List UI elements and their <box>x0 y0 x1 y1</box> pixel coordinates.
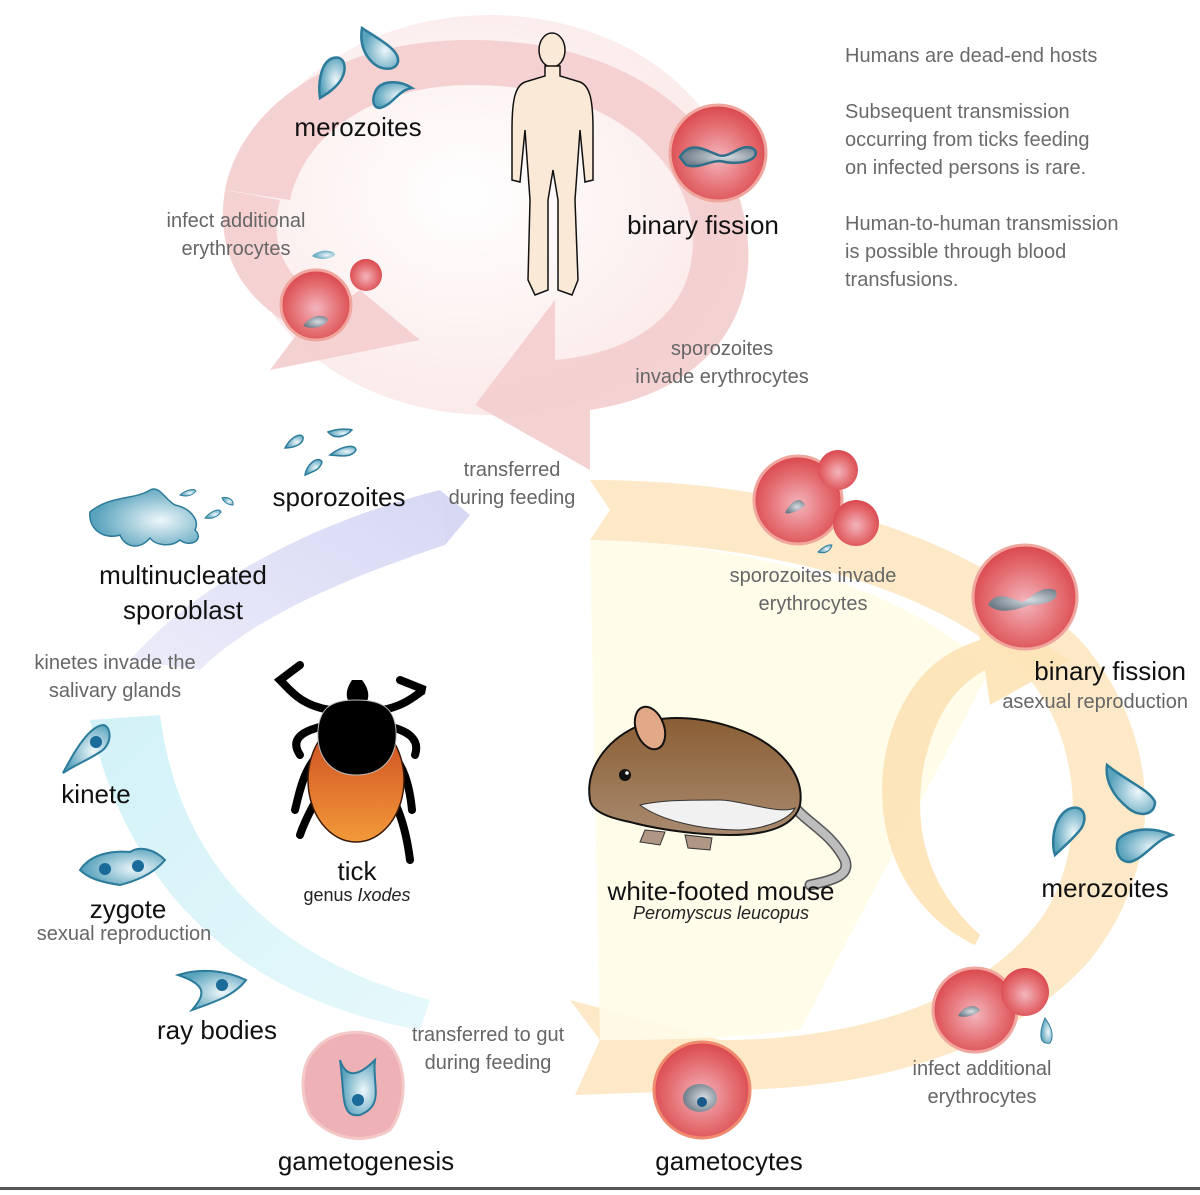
tick-icon <box>273 661 427 864</box>
note-transferred-to-gut: transferred to gut during feeding <box>412 1021 564 1077</box>
host-label-mouse: white-footed mouse <box>607 876 835 906</box>
note-line: transferred to gut <box>411 1024 565 1046</box>
side-note-line: Subsequent transmission <box>845 101 1070 123</box>
note-line: infect additional <box>166 210 306 232</box>
gametocytes-icon <box>652 1040 752 1140</box>
human-cycle-arrow <box>222 15 749 470</box>
label-binary-fission-mouse: binary fission <box>1034 656 1186 686</box>
note-line: sporozoites invade <box>729 565 897 587</box>
side-note-transmission-rare: Subsequent transmission occurring from t… <box>845 98 1090 182</box>
note-line: sporozoites <box>670 338 774 360</box>
sporoblast-icon <box>89 488 234 547</box>
note-line: infect additional <box>912 1058 1052 1080</box>
note-infect-additional-human: infect additional erythrocytes <box>167 207 306 263</box>
host-label-tick: tick <box>337 856 377 886</box>
label-ray-bodies: ray bodies <box>157 1015 277 1045</box>
note-line: salivary glands <box>48 680 182 702</box>
white-footed-mouse-icon <box>588 705 852 891</box>
side-note-transfusion: Human-to-human transmission is possible … <box>845 210 1118 294</box>
note-line: erythrocytes <box>181 238 291 260</box>
label-gametocytes: gametocytes <box>655 1146 803 1176</box>
note-line: transferred <box>463 459 561 481</box>
side-note-line: Humans are dead-end hosts <box>845 45 1098 67</box>
tick-cycle-arrows <box>90 490 470 1030</box>
kinete-icon <box>62 723 111 774</box>
binary-fission-cell-human <box>668 103 768 203</box>
side-note-line: on infected persons is rare. <box>845 157 1087 179</box>
bottom-divider <box>0 1187 1200 1190</box>
sporozoites-invade-cells-mouse <box>752 450 879 554</box>
merozoites-icon-mouse <box>1051 762 1176 864</box>
binary-fission-cell-mouse <box>971 543 1079 651</box>
sporozoites-icon <box>283 428 357 477</box>
label-line: multinucleated <box>99 560 267 590</box>
species-name: Peromyscus leucopus <box>632 903 810 923</box>
note-line: invade erythrocytes <box>635 366 809 388</box>
label-line: sporoblast <box>123 595 243 625</box>
side-note-line: transfusions. <box>845 269 959 291</box>
side-note-line: is possible through blood <box>845 241 1067 263</box>
side-note-line: occurring from ticks feeding <box>845 129 1090 151</box>
genus-prefix: genus <box>303 885 353 905</box>
host-species-mouse: Peromyscus leucopus <box>632 903 810 924</box>
infected-cells-mouse <box>931 966 1053 1054</box>
side-note-line: Human-to-human transmission <box>845 213 1119 235</box>
gametogenesis-icon <box>301 1030 405 1140</box>
human-figure-icon <box>511 32 594 296</box>
label-kinete: kinete <box>61 779 131 809</box>
note-line: during feeding <box>448 487 576 509</box>
label-asexual-reproduction: asexual reproduction <box>1002 691 1188 713</box>
label-gametogenesis: gametogenesis <box>277 1146 455 1176</box>
label-sporozoites: sporozoites <box>272 482 406 512</box>
label-merozoites-human: merozoites <box>294 112 422 142</box>
note-infect-additional-mouse: infect additional erythrocytes <box>913 1055 1052 1111</box>
genus-name: Ixodes <box>357 885 411 905</box>
label-merozoites-mouse: merozoites <box>1041 873 1169 903</box>
zygote-icon <box>78 847 167 887</box>
note-transferred-during-feeding: transferred during feeding <box>449 456 576 512</box>
label-sexual-reproduction: sexual reproduction <box>36 923 212 945</box>
host-genus-tick: genus Ixodes <box>303 885 411 906</box>
merozoites-icon-human <box>318 25 416 110</box>
note-sporozoites-invade-human: sporozoites invade erythrocytes <box>635 335 808 391</box>
note-kinetes-invade-salivary-glands: kinetes invade the salivary glands <box>34 649 195 705</box>
side-note-dead-end: Humans are dead-end hosts <box>845 42 1097 70</box>
note-line: erythrocytes <box>758 593 868 615</box>
note-line: during feeding <box>424 1052 552 1074</box>
note-sporozoites-invade-mouse: sporozoites invade erythrocytes <box>730 562 897 618</box>
label-multinucleated-sporoblast: multinucleated sporoblast <box>99 558 267 628</box>
note-line: kinetes invade the <box>34 652 196 674</box>
infected-cells-human <box>279 250 382 342</box>
note-line: erythrocytes <box>927 1086 1037 1108</box>
label-binary-fission-human: binary fission <box>627 210 779 240</box>
label-zygote: zygote <box>89 894 167 924</box>
ray-bodies-icon <box>174 969 248 1013</box>
